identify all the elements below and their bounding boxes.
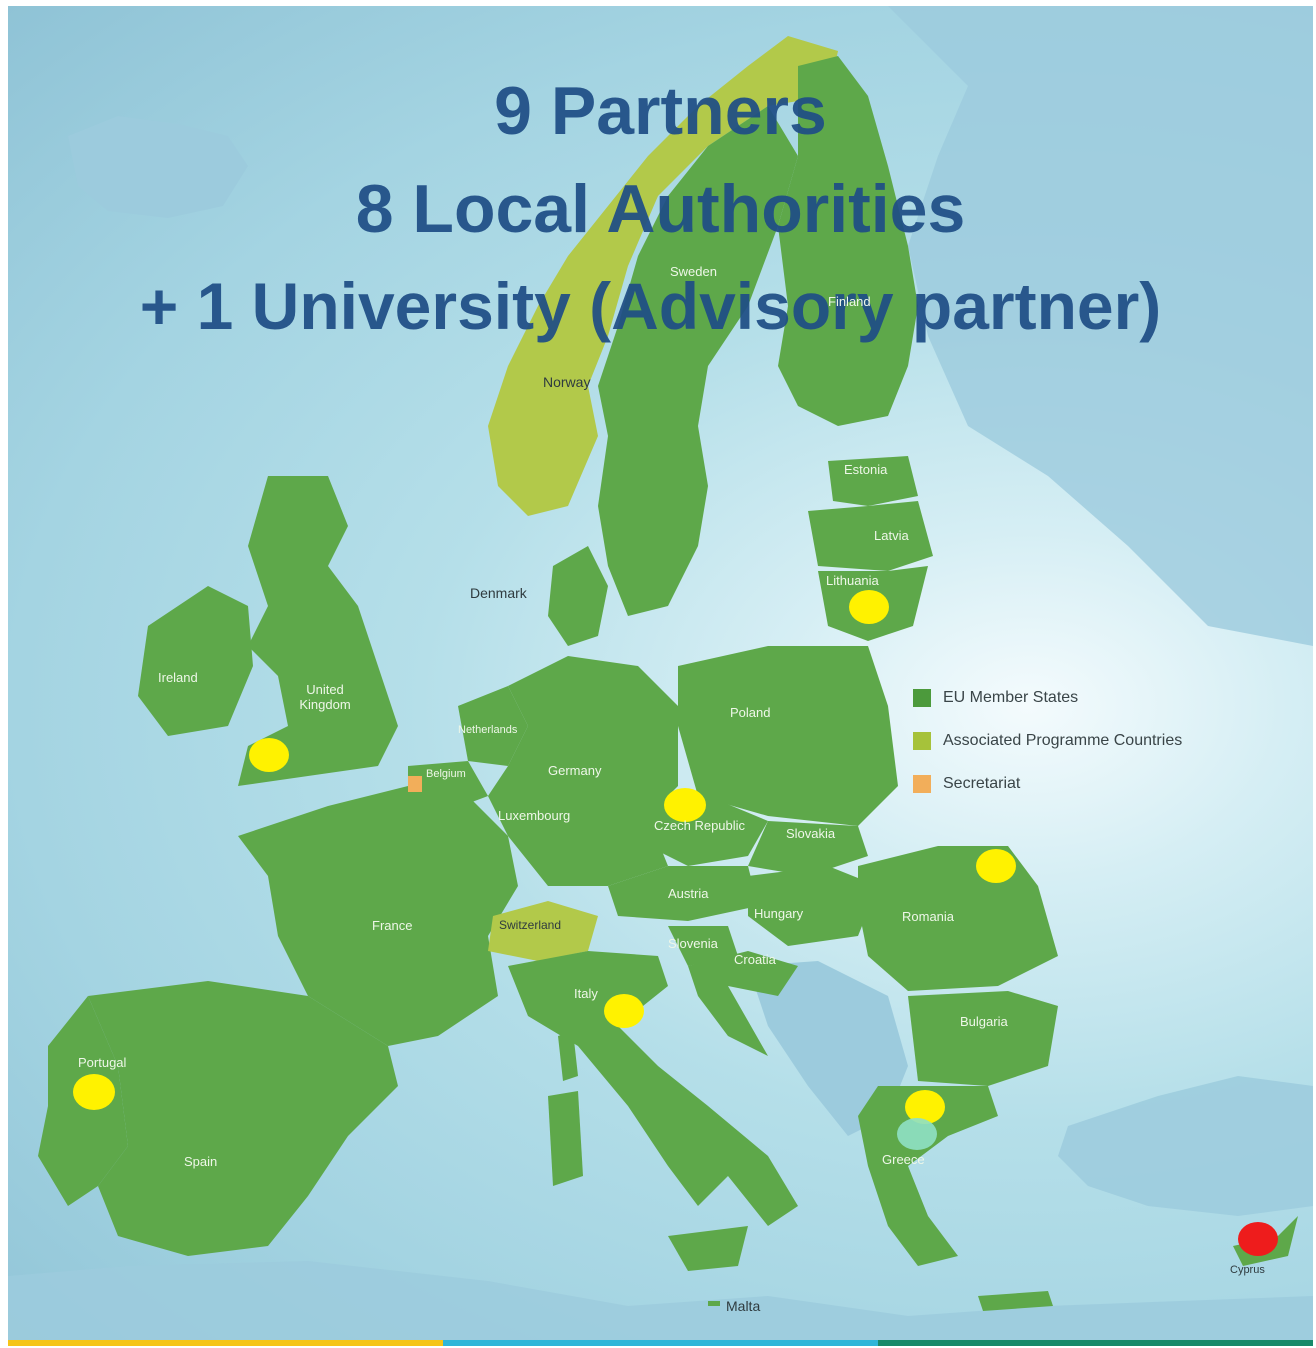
island-corsica: [558, 1031, 578, 1081]
europe-map: 9 Partners 8 Local Authorities + 1 Unive…: [8, 6, 1313, 1340]
legend-item-associated: Associated Programme Countries: [913, 719, 1182, 762]
legend-swatch-secretariat: [913, 774, 931, 793]
label-ireland: Ireland: [158, 670, 198, 685]
island-sardinia: [548, 1091, 583, 1186]
land-russia-north: [888, 6, 1313, 646]
partner-marker-italy[interactable]: [604, 994, 644, 1028]
map-legend: EU Member States Associated Programme Co…: [913, 676, 1182, 805]
label-poland: Poland: [730, 705, 771, 720]
country-finland: [778, 56, 918, 426]
label-luxembourg: Luxembourg: [498, 808, 571, 823]
country-poland: [678, 646, 898, 826]
country-denmark: [548, 546, 608, 646]
partner-marker-lithuania[interactable]: [849, 590, 889, 624]
label-italy: Italy: [574, 986, 598, 1001]
bar-segment-yellow: [8, 1340, 443, 1346]
label-switzerland: Switzerland: [499, 918, 562, 932]
country-estonia: [828, 456, 918, 506]
country-spain: [88, 981, 398, 1256]
partner-marker-czech[interactable]: [664, 788, 706, 822]
country-germany: [488, 656, 678, 886]
country-latvia: [808, 501, 933, 571]
country-bulgaria: [908, 991, 1058, 1086]
country-france: [238, 786, 518, 1046]
title-line-3: + 1 University (Advisory partner): [139, 269, 1162, 343]
legend-swatch-eu: [913, 688, 931, 707]
country-belgium: [408, 761, 488, 811]
label-belgium: Belgium: [426, 768, 466, 780]
label-croatia: Croatia: [734, 952, 776, 967]
label-malta: Malta: [726, 1298, 761, 1314]
land-iceland: [68, 116, 248, 218]
secretariat-marker: [408, 776, 422, 792]
legend-label-secretariat: Secretariat: [943, 774, 1021, 792]
country-netherlands: [458, 686, 528, 766]
partner-marker-portugal[interactable]: [73, 1074, 115, 1110]
bar-segment-cyan: [443, 1340, 878, 1346]
country-slovenia: [668, 926, 738, 966]
legend-item-eu: EU Member States: [913, 676, 1182, 719]
label-portugal: Portugal: [78, 1055, 127, 1070]
partner-marker-romania[interactable]: [976, 849, 1016, 883]
label-norway: Norway: [543, 374, 591, 390]
label-netherlands: Netherlands: [458, 724, 518, 736]
title-line-1: 9 Partners: [494, 73, 827, 149]
country-malta: [708, 1301, 720, 1306]
label-slovakia: Slovakia: [786, 826, 836, 841]
land-balkans-non-eu: [748, 961, 908, 1136]
country-italy: [508, 951, 798, 1226]
legend-item-secretariat: Secretariat: [913, 762, 1182, 805]
country-croatia: [688, 951, 798, 1056]
legend-label-eu: EU Member States: [943, 688, 1079, 706]
island-sicily: [668, 1226, 748, 1271]
map-svg: [8, 6, 1313, 1340]
advisory-marker-greece[interactable]: [897, 1118, 937, 1150]
label-sweden: Sweden: [670, 264, 717, 279]
label-greece: Greece: [882, 1152, 925, 1167]
country-norway: [488, 36, 838, 516]
legend-swatch-associated: [913, 731, 931, 750]
label-czech: Czech Republic: [654, 818, 746, 833]
label-estonia: Estonia: [844, 462, 888, 477]
label-romania: Romania: [902, 909, 955, 924]
country-switzerland: [488, 901, 598, 961]
land-africa: [8, 1261, 1313, 1340]
country-slovakia: [748, 821, 868, 876]
country-hungary: [748, 866, 878, 946]
label-germany: Germany: [548, 763, 602, 778]
label-lithuania: Lithuania: [826, 573, 879, 588]
label-finland: Finland: [828, 294, 871, 309]
label-cyprus: Cyprus: [1230, 1264, 1265, 1276]
country-austria: [608, 866, 758, 921]
label-denmark: Denmark: [470, 585, 527, 601]
label-latvia: Latvia: [874, 528, 909, 543]
label-spain: Spain: [184, 1154, 218, 1169]
legend-label-associated: Associated Programme Countries: [943, 731, 1183, 749]
partner-marker-greece-north[interactable]: [905, 1090, 945, 1124]
highlight-marker-cyprus[interactable]: [1238, 1222, 1278, 1256]
label-france: France: [372, 918, 413, 933]
country-greece: [858, 1086, 998, 1266]
country-uk: [238, 476, 398, 786]
partner-marker-uk[interactable]: [249, 738, 289, 772]
land-turkey: [1058, 1076, 1313, 1216]
island-crete: [978, 1291, 1053, 1311]
bar-segment-green: [878, 1340, 1313, 1346]
partner-markers: [73, 590, 1278, 1256]
label-hungary: Hungary: [754, 906, 804, 921]
country-ireland: [138, 586, 253, 736]
label-slovenia: Slovenia: [668, 936, 718, 951]
label-uk: United Kingdom: [299, 682, 351, 712]
country-romania: [858, 846, 1058, 991]
country-sweden: [598, 106, 798, 616]
label-bulgaria: Bulgaria: [960, 1014, 1008, 1029]
bottom-accent-bar: [8, 1340, 1313, 1346]
label-austria: Austria: [668, 886, 709, 901]
title-line-2: 8 Local Authorities: [355, 171, 966, 247]
